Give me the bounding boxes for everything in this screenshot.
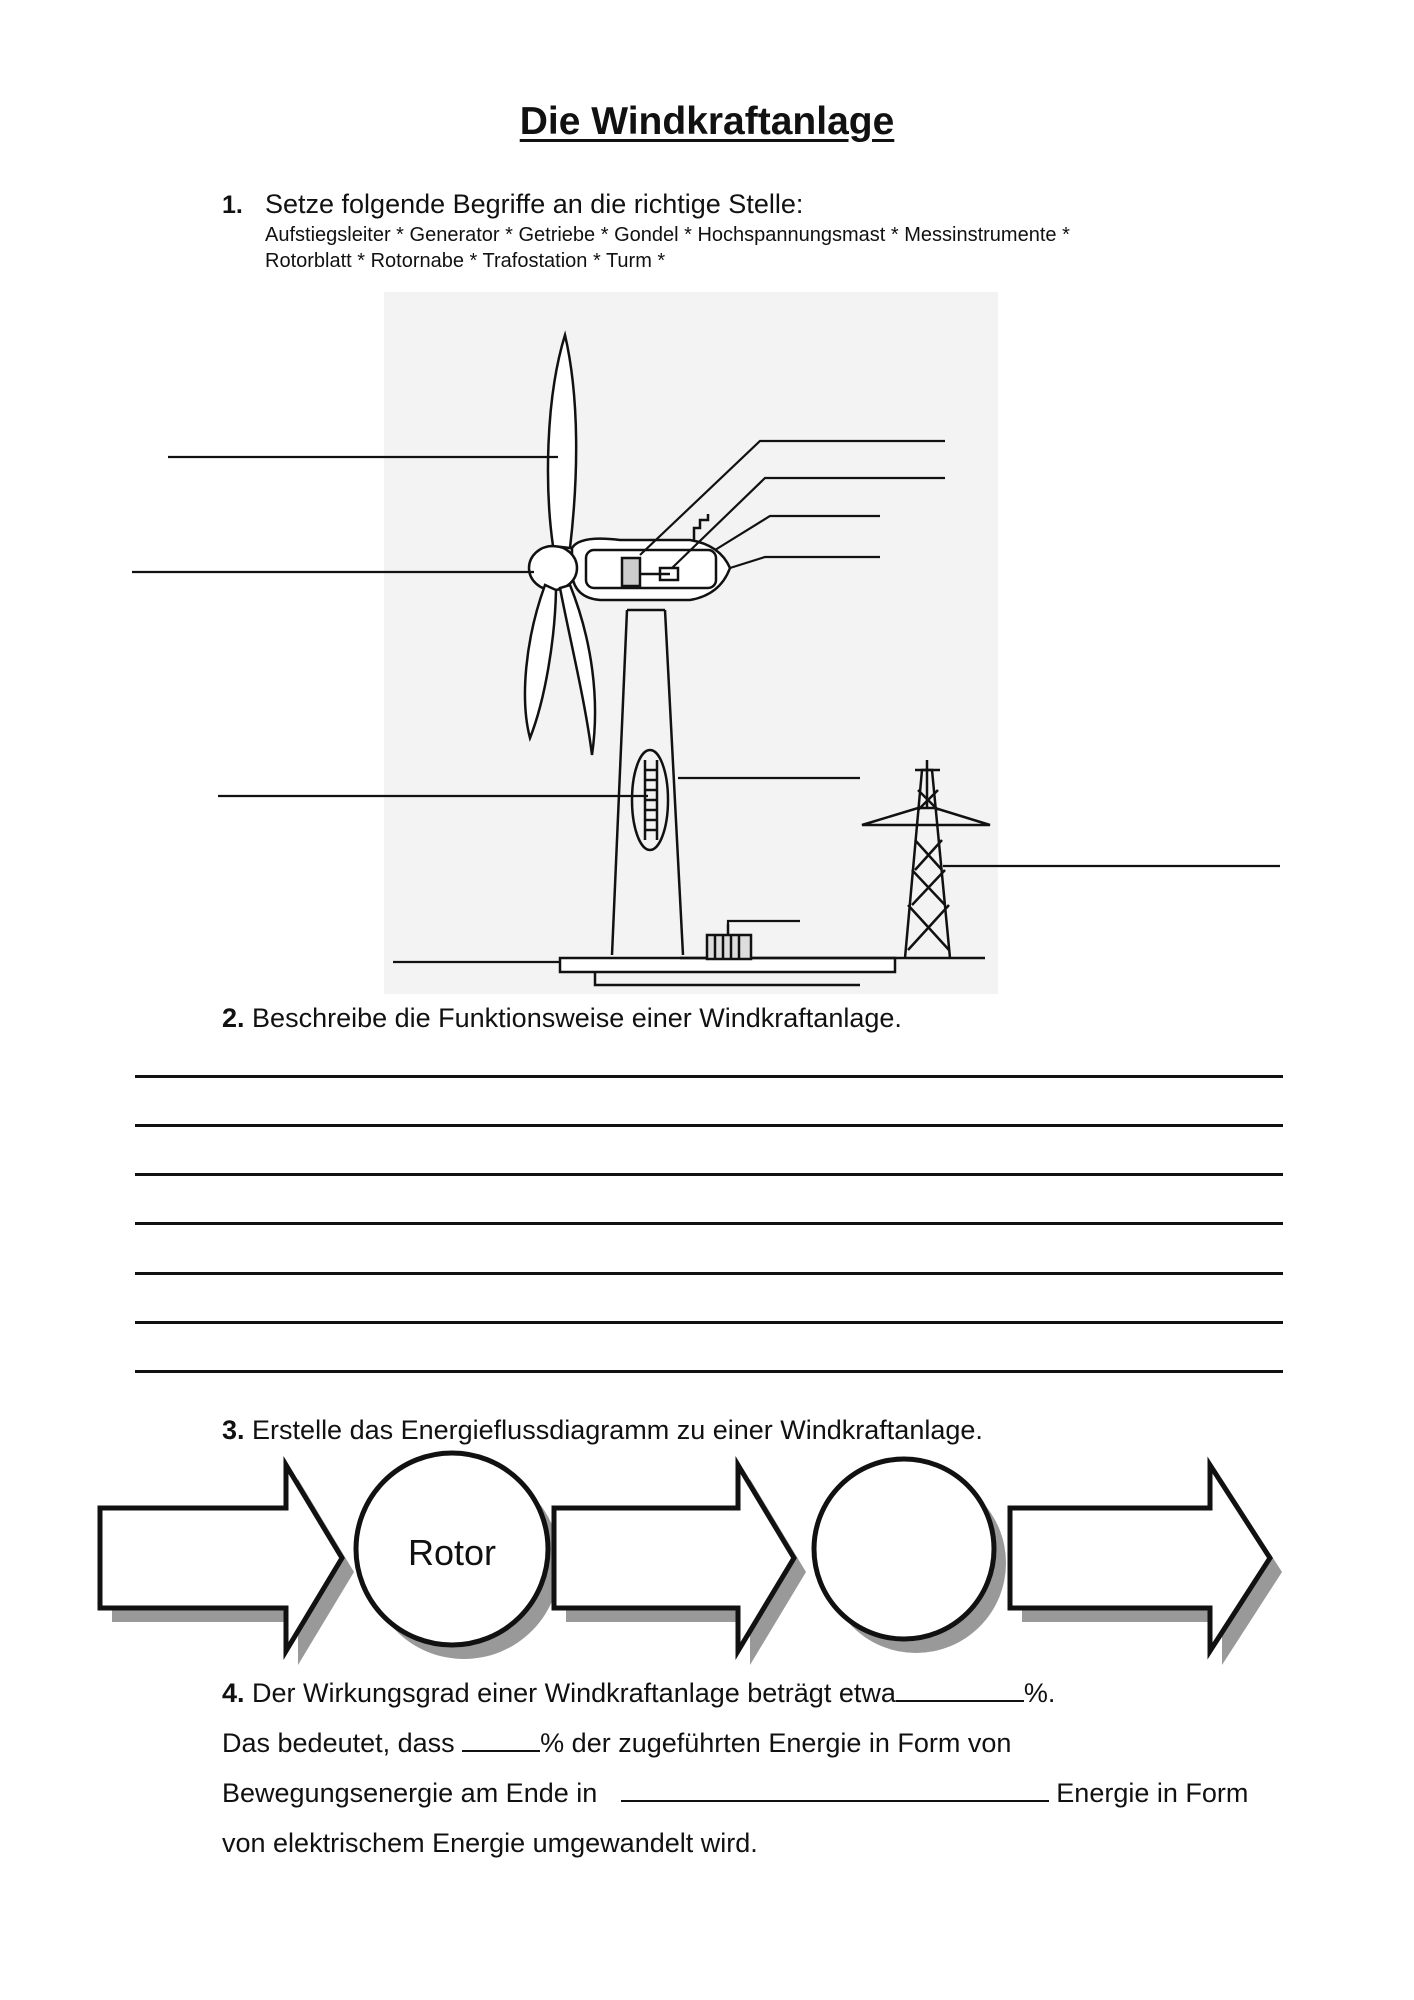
label-line-8 (729, 555, 880, 570)
task2-number: 2. (222, 1003, 245, 1033)
high-voltage-mast (861, 760, 991, 959)
gearbox (620, 556, 642, 588)
task3-text: Erstelle das Energieflussdiagramm zu ein… (252, 1415, 983, 1445)
flow-circle-rotor-label: Rotor (407, 1532, 497, 1573)
label-line-10 (726, 919, 800, 924)
label-line-7 (714, 514, 880, 551)
task4-line3: Bewegungsenergie am Ende in Energie in F… (222, 1778, 1248, 1809)
answer-line[interactable] (135, 1222, 1283, 1225)
generator (658, 566, 680, 582)
answer-line[interactable] (135, 1321, 1283, 1324)
label-lines (132, 439, 1280, 964)
task4-line3-suffix: Energie in Form (1056, 1778, 1249, 1808)
task2-text: Beschreibe die Funktionsweise einer Wind… (252, 1003, 902, 1033)
ladder (643, 760, 659, 840)
flow-arrow-1 (97, 1456, 345, 1660)
foundation (558, 956, 897, 974)
rotor-blade-down-left (523, 583, 558, 743)
task4-line4: von elektrischem Energie umgewandelt wir… (222, 1828, 758, 1858)
flow-circle-2 (811, 1456, 997, 1642)
task3-number: 3. (222, 1415, 245, 1445)
task1-terms-line2: Rotorblatt * Rotornabe * Trafostation * … (265, 250, 666, 272)
task4-line2-suffix: % der zugeführten Energie in Form von (540, 1728, 1012, 1758)
energy-flow-diagram (97, 1450, 1282, 1665)
task4-line2: Das bedeutet, dass % der zugeführten Ene… (222, 1728, 1011, 1759)
task4-line1-text: Der Wirkungsgrad einer Windkraftanlage b… (252, 1678, 896, 1708)
transformer-station (705, 933, 753, 961)
efficiency-blank[interactable] (895, 1678, 1024, 1702)
task1-terms: Aufstiegsleiter * Generator * Getriebe *… (265, 222, 1265, 274)
nacelle (570, 537, 732, 602)
percent-blank[interactable] (462, 1728, 541, 1752)
task4-number: 4. (222, 1678, 245, 1708)
flow-arrow-3 (1007, 1456, 1273, 1660)
energy-type-blank[interactable] (620, 1778, 1049, 1802)
task2: 2. Beschreibe die Funktionsweise einer W… (222, 1003, 902, 1034)
flow-arrow-2 (551, 1456, 797, 1660)
task3: 3. Erstelle das Energieflussdiagramm zu … (222, 1415, 983, 1446)
measuring-instruments (692, 514, 710, 540)
task4-line1: 4. Der Wirkungsgrad einer Windkraftanlag… (222, 1678, 1055, 1709)
rotor-blade-up (546, 330, 578, 550)
answer-line[interactable] (135, 1124, 1283, 1127)
task1-terms-line1: Aufstiegsleiter * Generator * Getriebe *… (265, 224, 1070, 246)
tower (610, 609, 685, 956)
task1-number: 1. (222, 191, 243, 219)
ladder-hatch (630, 748, 670, 852)
label-line-6 (671, 476, 945, 569)
diagram-background (384, 292, 998, 994)
answer-line[interactable] (135, 1370, 1283, 1373)
task4-line3-text: Bewegungsenergie am Ende in (222, 1778, 598, 1808)
task1-instruction: Setze folgende Begriffe an die richtige … (265, 189, 804, 219)
task4-line1-suffix: %. (1023, 1678, 1056, 1708)
task4-line2-text: Das bedeutet, dass (222, 1728, 455, 1758)
label-line-5 (639, 439, 945, 556)
rotor-blade-down-right (558, 583, 597, 756)
answer-line[interactable] (135, 1272, 1283, 1275)
rotor-hub (527, 544, 579, 592)
ground-cable (593, 972, 860, 987)
answer-line[interactable] (135, 1173, 1283, 1176)
page-title: Die Windkraftanlage (519, 100, 895, 143)
answer-line[interactable] (135, 1075, 1283, 1078)
